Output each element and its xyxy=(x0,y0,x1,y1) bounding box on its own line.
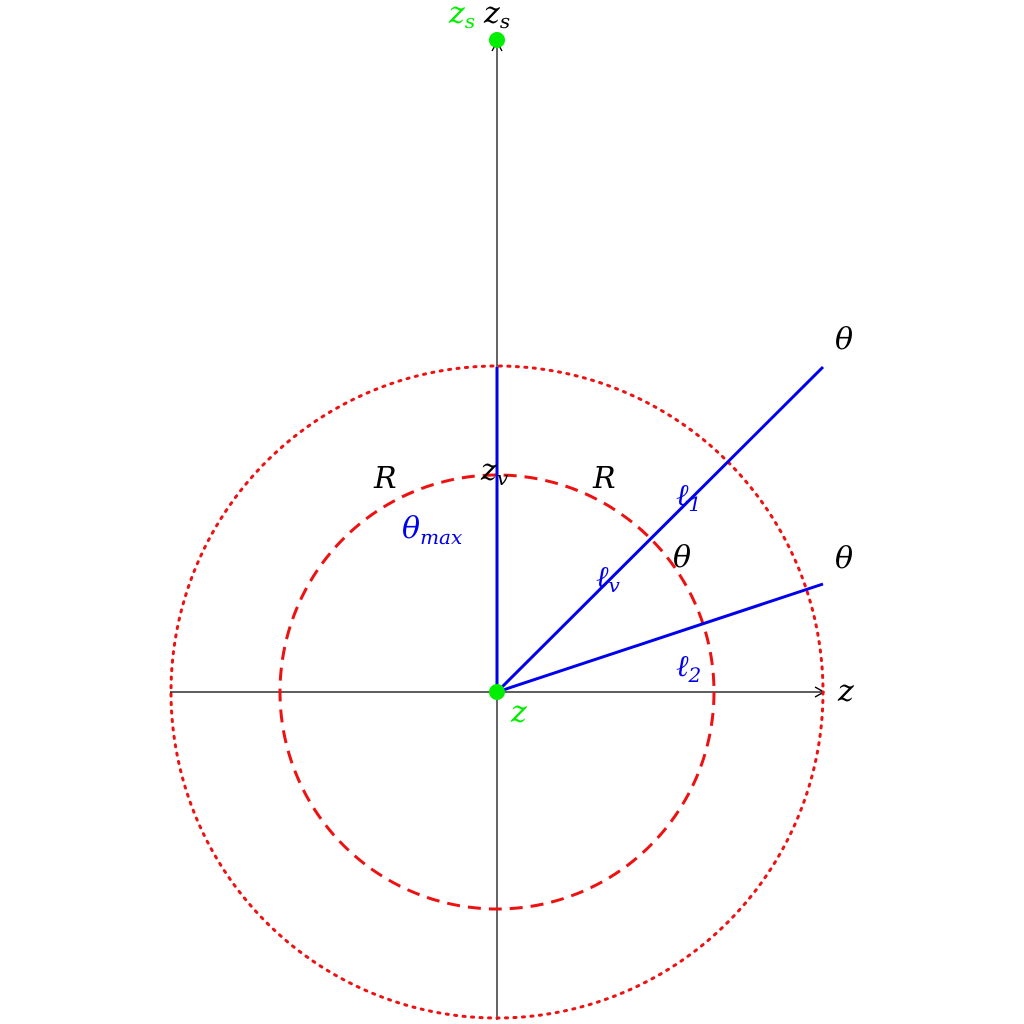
theta-inner-label: θ xyxy=(673,540,691,575)
vertex-label: zv xyxy=(480,453,509,490)
radius-label-left: R xyxy=(373,461,397,496)
ray-one xyxy=(495,365,825,694)
theta-ray-two-label: θ xyxy=(835,541,853,576)
outer-dotted-circle xyxy=(169,364,825,1020)
inner-dashed-circle xyxy=(278,473,716,911)
theta-max-label: θmax xyxy=(402,511,462,549)
z-axis-label: z xyxy=(837,674,854,709)
source-point xyxy=(489,32,505,48)
radius-label-right: R xyxy=(592,461,616,496)
ell-1-label: ℓ1 xyxy=(676,478,701,516)
origin-point xyxy=(489,684,505,700)
origin-z-label: z xyxy=(510,695,527,730)
source-label-black: zs xyxy=(483,0,510,33)
ell-2-label: ℓ2 xyxy=(676,649,701,687)
ell-v-label: ℓv xyxy=(596,560,621,597)
source-label-green: zs xyxy=(448,0,475,33)
theta-ray-one-label: θ xyxy=(835,322,853,357)
ray-two xyxy=(496,582,824,694)
